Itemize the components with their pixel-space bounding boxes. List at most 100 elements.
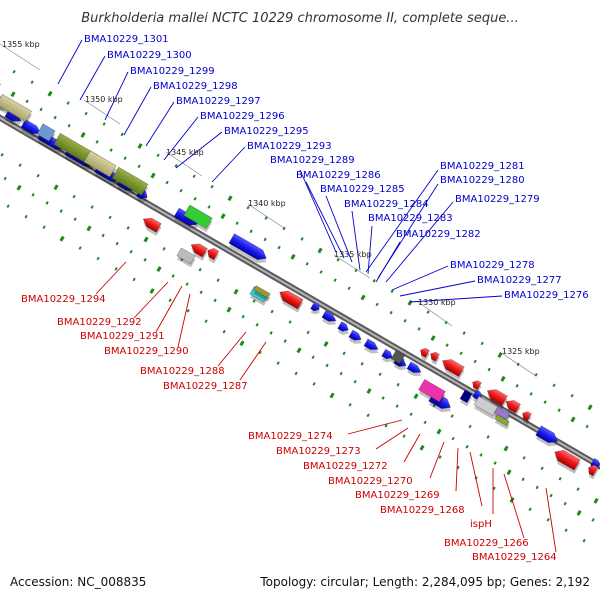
gene-label[interactable]: BMA10229_1280 <box>440 175 525 186</box>
tick-mark <box>6 204 10 209</box>
gene-label[interactable]: BMA10229_1270 <box>328 476 413 487</box>
gene-arrow <box>111 166 149 196</box>
gene-label[interactable]: BMA10229_1284 <box>344 199 429 210</box>
forward-leader <box>57 39 83 85</box>
tick-mark <box>222 329 226 334</box>
gene-label[interactable]: BMA10229_1286 <box>296 170 381 181</box>
tick-mark <box>436 428 442 435</box>
tick-mark <box>174 163 178 168</box>
tick-mark <box>16 184 22 191</box>
gene-label[interactable]: BMA10229_1287 <box>163 381 248 392</box>
tick-mark <box>403 318 407 323</box>
tick-mark <box>263 237 267 242</box>
forward-gene <box>4 108 22 125</box>
tick-mark <box>535 485 539 490</box>
tick-mark <box>80 132 86 138</box>
gene-label[interactable]: BMA10229_1297 <box>176 96 261 107</box>
gene-label[interactable]: BMA10229_1266 <box>444 538 529 549</box>
tick-mark <box>360 362 364 366</box>
tick-mark <box>396 382 400 387</box>
forward-leader <box>391 265 449 291</box>
forward-gene <box>20 119 42 138</box>
tick-mark <box>497 352 503 358</box>
gene-label[interactable]: BMA10229_1298 <box>153 81 238 92</box>
gene-label[interactable]: BMA10229_1277 <box>477 275 562 286</box>
tick-mark <box>348 403 352 407</box>
gene-label[interactable]: BMA10229_1299 <box>130 66 215 77</box>
gene-label[interactable]: BMA10229_1279 <box>455 194 540 205</box>
kbp-label: 1330 kbp <box>418 298 456 307</box>
tick-mark <box>552 383 556 388</box>
gene-label[interactable]: BMA10229_1274 <box>248 431 333 442</box>
gene-label[interactable]: ispH <box>470 519 492 530</box>
tick-mark <box>78 246 82 250</box>
tick-mark <box>162 247 166 251</box>
kbp-guide-line <box>0 43 41 71</box>
gene-label[interactable]: BMA10229_1272 <box>303 461 388 472</box>
forward-leader <box>377 183 439 279</box>
tick-mark <box>487 367 491 372</box>
tick-mark <box>402 434 406 438</box>
gene-label[interactable]: BMA10229_1294 <box>21 294 106 305</box>
gene-label[interactable]: BMA10229_1295 <box>224 126 309 137</box>
tick-mark <box>503 445 509 452</box>
tick-mark <box>204 319 208 324</box>
tick-mark <box>305 262 309 266</box>
tick-mark <box>143 236 149 243</box>
gene-arrow <box>363 338 379 350</box>
kbp-label: 1325 kbp <box>502 347 540 356</box>
gene-arrow <box>390 349 406 365</box>
gene-label[interactable]: BMA10229_1281 <box>440 161 525 172</box>
tick-mark <box>366 413 370 418</box>
tick-mark <box>150 172 156 179</box>
gene-label[interactable]: BMA10229_1269 <box>355 490 440 501</box>
forward-gene <box>310 301 320 315</box>
gene-label[interactable]: BMA10229_1292 <box>57 317 142 328</box>
tick-mark <box>570 416 576 423</box>
forward-gene-labels: BMA10229_1301 BMA10229_1300 BMA10229_129… <box>84 34 589 301</box>
tick-mark <box>339 371 343 376</box>
reverse-leader <box>545 487 557 553</box>
tick-mark <box>108 215 112 220</box>
gene-label[interactable]: BMA10229_1273 <box>276 446 361 457</box>
kbp-guide-line <box>165 151 203 177</box>
gene-label[interactable]: BMA10229_1296 <box>200 111 285 122</box>
tick-mark <box>31 192 35 197</box>
tick-mark <box>0 83 1 87</box>
gene-label[interactable]: BMA10229_1276 <box>504 290 589 301</box>
tick-mark <box>521 477 525 482</box>
gene-label[interactable]: BMA10229_1288 <box>140 366 225 377</box>
gene-label[interactable]: BMA10229_1283 <box>368 213 453 224</box>
tick-mark <box>24 214 28 219</box>
forward-gene <box>348 329 362 344</box>
tick-mark <box>72 194 76 199</box>
gene-label[interactable]: BMA10229_1268 <box>380 505 465 516</box>
gene-label[interactable]: BMA10229_1285 <box>320 184 405 195</box>
tick-mark <box>426 310 430 314</box>
tick-mark <box>515 384 519 388</box>
gene-arrow <box>381 348 393 360</box>
tick-mark <box>333 278 337 282</box>
reverse-leader <box>177 293 191 348</box>
gene-label[interactable]: BMA10229_1282 <box>396 229 481 240</box>
tick-mark <box>101 233 105 238</box>
gene-label[interactable]: BMA10229_1290 <box>104 346 189 357</box>
gene-label[interactable]: BMA10229_1264 <box>472 552 557 563</box>
tick-mark <box>42 225 46 229</box>
gene-label[interactable]: BMA10229_1289 <box>270 155 355 166</box>
gene-label[interactable]: BMA10229_1301 <box>84 34 169 45</box>
gene-features <box>0 92 600 480</box>
tick-mark <box>290 253 296 260</box>
gene-arrow <box>418 379 446 403</box>
kbp-label: 1340 kbp <box>248 199 286 208</box>
tick-mark <box>546 518 550 522</box>
gene-label[interactable]: BMA10229_1278 <box>450 260 535 271</box>
gene-label[interactable]: BMA10229_1291 <box>80 331 165 342</box>
other-gene <box>183 204 213 233</box>
tick-mark <box>462 331 466 335</box>
gene-label[interactable]: BMA10229_1293 <box>247 141 332 152</box>
gene-label[interactable]: BMA10229_1300 <box>107 50 192 61</box>
tick-mark <box>282 226 286 231</box>
reverse-leader <box>429 441 445 479</box>
tick-mark <box>558 476 562 481</box>
